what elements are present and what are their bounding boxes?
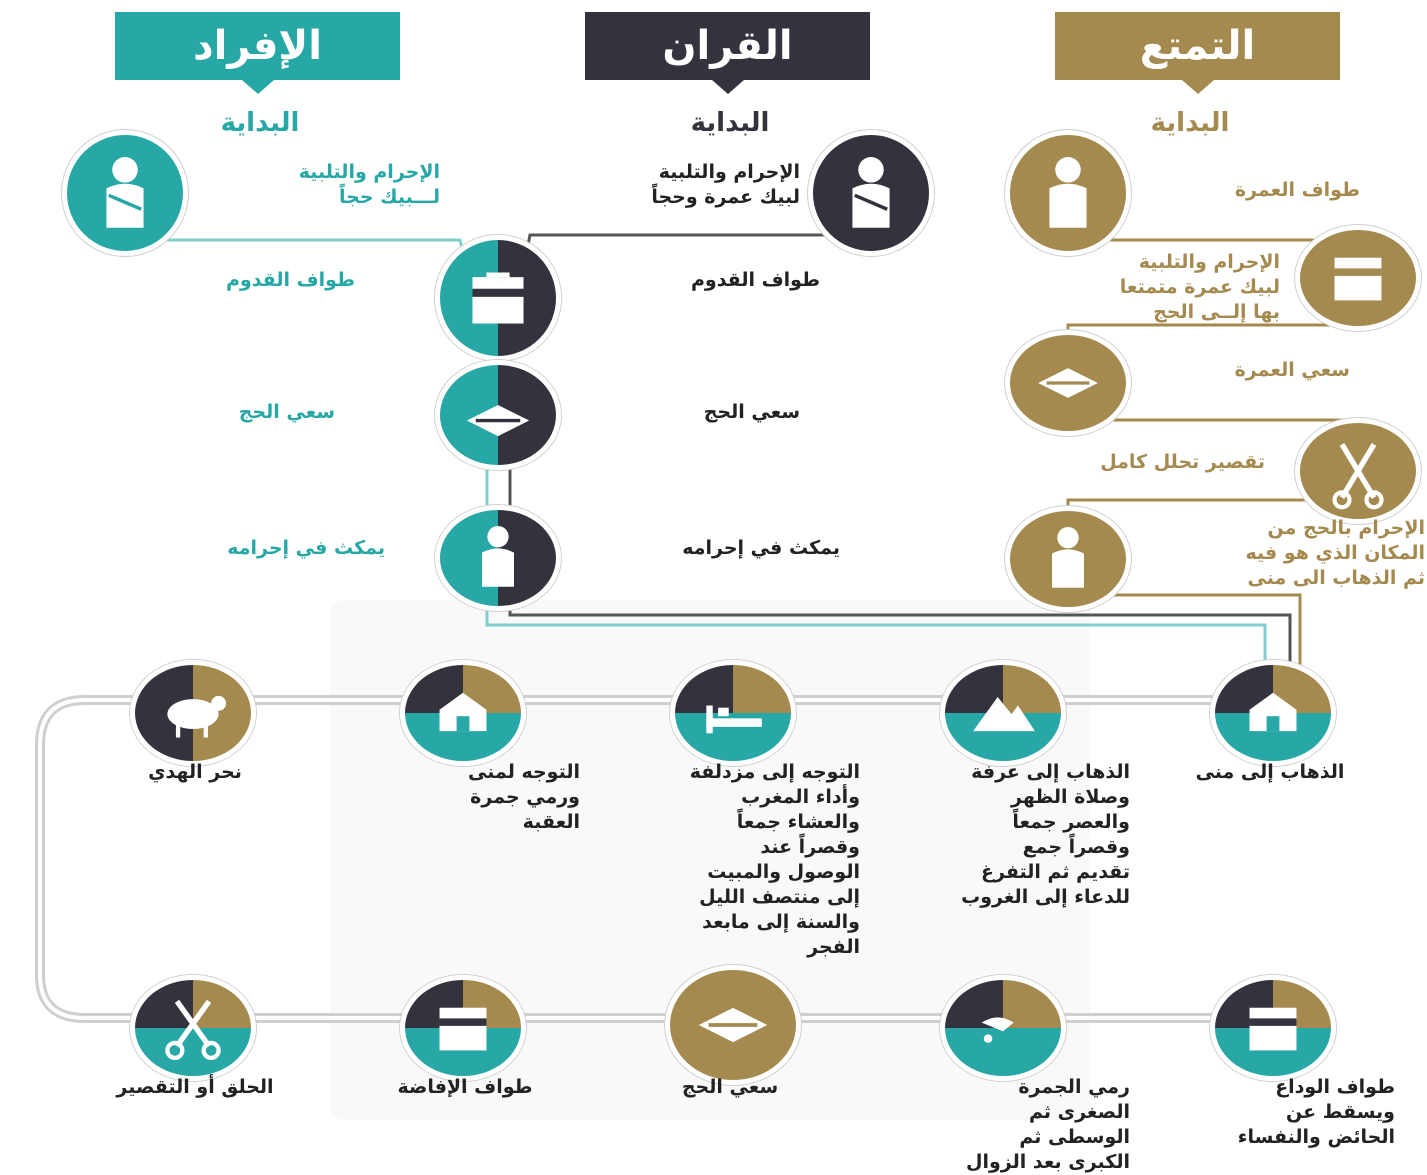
tamattu-sai-umrah-node (1005, 330, 1131, 436)
header-qiran: القران (585, 12, 870, 94)
tamattu-taqsir-label: تقصير تحلل كامل (1100, 451, 1265, 473)
arafah-label: الذهاب إلى عرفة وصلاة الظهر والعصر جمعاً… (961, 761, 1130, 908)
wada-node (1210, 975, 1336, 1081)
nahr-label: نحر الهدي (148, 761, 242, 783)
mina-node (1210, 660, 1336, 766)
pilgrim-icon (1052, 527, 1084, 588)
tamattu-ihram-label: الإحرام والتلبية لبيك عمرة متمتعا بها إل… (1119, 251, 1280, 323)
mina-label: الذهاب إلى منى (1195, 761, 1345, 783)
tamattu-ihram-hajj-node (1005, 506, 1131, 612)
start-label-tamattu: البداية (1150, 108, 1230, 138)
pilgrim-icon (1049, 157, 1087, 228)
scissors-icon (1332, 442, 1384, 510)
qiran-qudum-label: طواف القدوم (690, 269, 820, 291)
ifrad-ihram-label: الإحرام والتلبية لـــبيك حجاً (298, 161, 440, 208)
header-arrow (1181, 80, 1214, 94)
wada-label: طواف الوداع ويسقط عن الحائض والنفساء (1237, 1076, 1395, 1148)
muzdalifah-node (670, 660, 796, 766)
qiran-ihram-node (808, 130, 934, 256)
ifrad-qiran-stay-node (435, 505, 561, 611)
qiran-ihram-label: الإحرام والتلبية لبيك عمرة وحجاً (651, 161, 800, 208)
scissors-icon (165, 999, 221, 1060)
stone-throw-icon (981, 1017, 1014, 1043)
header-tamattu-label: التمتع (1139, 23, 1256, 69)
rami-label: رمي الجمرة الصغرى ثم الوسطى ثم الكبرى بع… (965, 1076, 1130, 1173)
mountain-icon (973, 697, 1035, 732)
ifadah-node (400, 975, 526, 1081)
ifrad-sai-label: سعي الحج (238, 401, 335, 423)
header-ifrad: الإفراد (115, 12, 400, 94)
pilgrim-icon (106, 157, 144, 228)
tamattu-tawaf-umrah-node (1005, 130, 1131, 256)
bed-icon (706, 705, 762, 734)
ifrad-qiran-qudum-node (435, 235, 561, 361)
start-label-qiran: البداية (690, 108, 770, 138)
header-ifrad-label: الإفراد (193, 23, 322, 69)
rami-node (940, 975, 1066, 1081)
tent-icon (439, 692, 487, 732)
arafah-node (940, 660, 1066, 766)
nahr-node (130, 660, 256, 766)
qiran-sai-label: سعي الحج (703, 401, 800, 423)
ifrad-ihram-node (62, 130, 188, 256)
tamattu-ihram-hajj-label: الإحرام بالحج من المكان الذي هو فيه ثم ا… (1245, 517, 1425, 589)
ifadah-label: طواف الإفاضة (397, 1076, 533, 1098)
kaaba-icon (1334, 257, 1382, 301)
tamattu-sai-umrah-label: سعي العمرة (1234, 359, 1350, 381)
tamattu-ihram-node (1295, 225, 1421, 331)
header-arrow (711, 80, 744, 94)
header-qiran-label: القران (662, 23, 793, 69)
qiran-stay-label: يمكث في إحرامه (682, 537, 840, 559)
to-mina-node (400, 660, 526, 766)
safa-marwa-icon (698, 1007, 768, 1043)
sai-hajj-label: سعي الحج (681, 1076, 779, 1098)
sai-hajj-node (665, 965, 801, 1085)
tent-icon (1249, 692, 1297, 732)
safa-marwa-icon (1038, 368, 1098, 398)
muzdalifah-label: التوجه إلى مزدلفة وأداء المغرب والعشاء ج… (689, 761, 860, 958)
halq-node (130, 975, 256, 1081)
ifrad-qiran-sai-node (435, 360, 561, 470)
pilgrim-icon (482, 526, 514, 587)
ifrad-stay-label: يمكث في إحرامه (227, 537, 385, 559)
tamattu-tawaf-umrah-label: طواف العمرة (1234, 179, 1360, 201)
tamattu-taqsir-node (1295, 418, 1421, 524)
header-arrow (241, 80, 274, 94)
kaaba-icon (439, 1007, 487, 1051)
to-mina-label: التوجه لمنى ورمي جمرة العقبة (468, 761, 580, 833)
pilgrim-icon (852, 157, 890, 228)
sheep-icon (167, 695, 227, 738)
start-label-ifrad: البداية (220, 108, 300, 138)
ifrad-qudum-label: طواف القدوم (225, 269, 355, 291)
halq-label: الحلق أو التقصير (116, 1076, 274, 1098)
header-tamattu: التمتع (1055, 12, 1340, 94)
kaaba-icon (1249, 1007, 1297, 1051)
safa-marwa-icon (466, 405, 530, 437)
kaaba-icon (472, 272, 524, 324)
